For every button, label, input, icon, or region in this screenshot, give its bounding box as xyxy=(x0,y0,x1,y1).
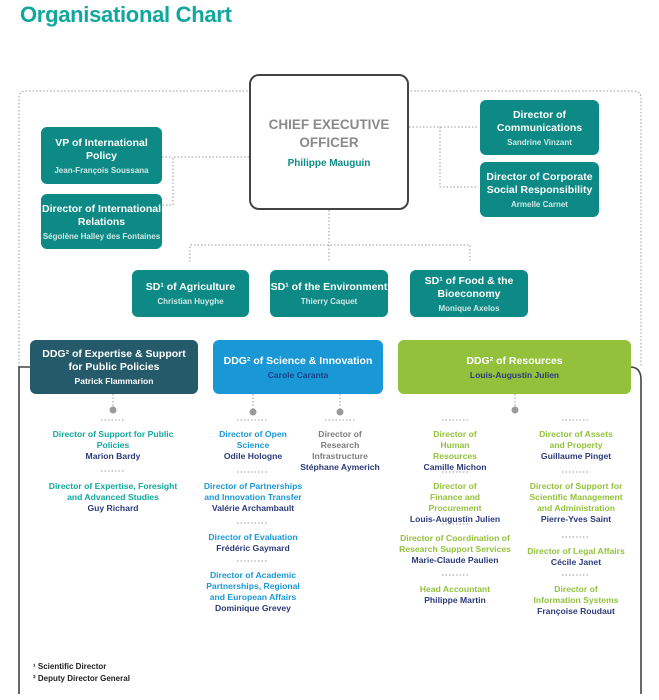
person-name: Valérie Archambault xyxy=(211,503,295,513)
person-name: Marie-Claude Paulien xyxy=(411,555,499,565)
sd-agriculture-box: SD¹ of Agriculture Christian Huyghe xyxy=(132,270,249,317)
person-name: Camille Michon xyxy=(423,462,487,472)
role-label: SD¹ of Agriculture xyxy=(145,281,236,293)
person-name: Carole Caranta xyxy=(267,369,329,380)
person-name: Françoise Roudaut xyxy=(537,606,615,616)
role-label: Director of Human Resources xyxy=(433,429,477,461)
role-label: Head Accountant xyxy=(419,584,491,594)
ddg-resources-box: DDG² of Resources Louis-Augustin Julien xyxy=(398,340,631,394)
communications-box: Director of Communications Sandrine Vinz… xyxy=(480,100,599,155)
role-label: VP of International Policy xyxy=(55,136,148,162)
role-label: Director of Support for Public Policies xyxy=(52,429,174,450)
list-item: Director of Research Infrastructure Stép… xyxy=(300,429,380,473)
role-label: DDG² of Resources xyxy=(466,354,563,367)
role-label: Director of Support for Scientific Manag… xyxy=(529,481,623,513)
list-item: Director of Academic Partnerships, Regio… xyxy=(203,570,303,614)
person-name: Guy Richard xyxy=(87,503,139,513)
role-label: Director of Assets and Property xyxy=(539,429,613,450)
footnote: ¹ Scientific Director xyxy=(33,662,107,671)
person-name: Patrick Flammarion xyxy=(74,376,154,386)
international-relations-box: Director of International Relations Ségo… xyxy=(41,194,162,249)
role-label: Director of International Relations xyxy=(41,202,161,228)
list-item: Director of Legal Affairs Cécile Janet xyxy=(525,546,627,568)
ceo-box: CHIEF EXECUTIVE OFFICER Philippe Mauguin xyxy=(249,74,409,210)
role-label: Director of Expertise, Foresight and Adv… xyxy=(48,481,178,502)
role-label: DDG² of Expertise & Support for Public P… xyxy=(42,348,186,373)
vp-international-policy-box: VP of International Policy Jean-François… xyxy=(41,127,162,184)
person-name: Christian Huyghe xyxy=(157,297,224,306)
person-name: Dominique Grevey xyxy=(215,603,291,613)
list-item: Director of Support for Scientific Manag… xyxy=(521,481,631,525)
footnotes: ¹ Scientific Director ² Deputy Director … xyxy=(33,661,130,685)
person-name: Ségolène Halley des Fontaines xyxy=(42,231,161,241)
role-label: Director of Research Infrastructure xyxy=(312,429,368,461)
list-item: Director of Evaluation Frédéric Gaymard xyxy=(203,532,303,554)
list-item: Head Accountant Philippe Martin xyxy=(400,584,510,606)
person-name: Odile Hologne xyxy=(223,451,283,461)
person-name: Guillaume Pinget xyxy=(540,451,612,461)
person-name: Thierry Caquet xyxy=(300,297,358,306)
person-name: Philippe Martin xyxy=(424,595,486,605)
role-label: DDG² of Science & Innovation xyxy=(223,354,373,367)
list-item: Director of Finance and Procurement Loui… xyxy=(400,481,510,525)
person-name: Louis-Augustin Julien xyxy=(409,514,501,524)
sd-environment-box: SD¹ of the Environment Thierry Caquet xyxy=(270,270,388,317)
footnote: ² Deputy Director General xyxy=(33,674,130,683)
role-label: SD¹ of the Environment xyxy=(270,281,388,293)
page-title: Organisational Chart xyxy=(20,2,232,27)
role-label: Director of Information Systems xyxy=(533,584,619,605)
list-item: Director of Assets and Property Guillaum… xyxy=(525,429,627,462)
ddg-expertise-box: DDG² of Expertise & Support for Public P… xyxy=(30,340,198,394)
role-label: Director of Open Science xyxy=(219,429,287,450)
sd-food-bioeconomy-box: SD¹ of Food & the Bioeconomy Monique Axe… xyxy=(410,270,528,317)
role-label: Director of Corporate Social Responsibil… xyxy=(486,170,593,196)
list-item: Director of Expertise, Foresight and Adv… xyxy=(48,481,178,514)
person-name: Louis-Augustin Julien xyxy=(469,369,560,380)
role-label: Director of Coordination of Research Sup… xyxy=(399,533,511,554)
role-label: Director of Finance and Procurement xyxy=(428,481,482,513)
role-label: Director of Partnerships and Innovation … xyxy=(203,481,303,502)
ceo-name: Philippe Mauguin xyxy=(287,157,371,169)
role-label: SD¹ of Food & the Bioeconomy xyxy=(424,274,514,300)
ddg-science-box: DDG² of Science & Innovation Carole Cara… xyxy=(213,340,383,394)
ceo-role: CHIEF EXECUTIVE OFFICER xyxy=(268,116,390,150)
list-item: Director of Partnerships and Innovation … xyxy=(203,481,303,514)
csr-box: Director of Corporate Social Responsibil… xyxy=(480,162,599,217)
list-item: Director of Open Science Odile Hologne xyxy=(213,429,293,462)
role-label: Director of Communications xyxy=(496,108,583,134)
role-label: Director of Legal Affairs xyxy=(527,546,625,556)
person-name: Sandrine Vinzant xyxy=(507,137,572,147)
person-name: Pierre-Yves Saint xyxy=(540,514,612,524)
person-name: Armelle Carnet xyxy=(511,199,568,209)
role-label: Director of Evaluation xyxy=(208,532,298,542)
person-name: Stéphane Aymerich xyxy=(300,462,380,472)
list-item: Director of Coordination of Research Sup… xyxy=(392,533,518,566)
role-label: Director of Academic Partnerships, Regio… xyxy=(206,570,300,602)
person-name: Monique Axelos xyxy=(438,303,500,313)
person-name: Frédéric Gaymard xyxy=(216,543,290,553)
list-item: Director of Support for Public Policies … xyxy=(48,429,178,462)
person-name: Cécile Janet xyxy=(550,557,602,567)
list-item: Director of Information Systems François… xyxy=(525,584,627,617)
person-name: Marion Bardy xyxy=(85,451,141,461)
person-name: Jean-François Soussana xyxy=(54,165,149,175)
list-item: Director of Human Resources Camille Mich… xyxy=(400,429,510,473)
